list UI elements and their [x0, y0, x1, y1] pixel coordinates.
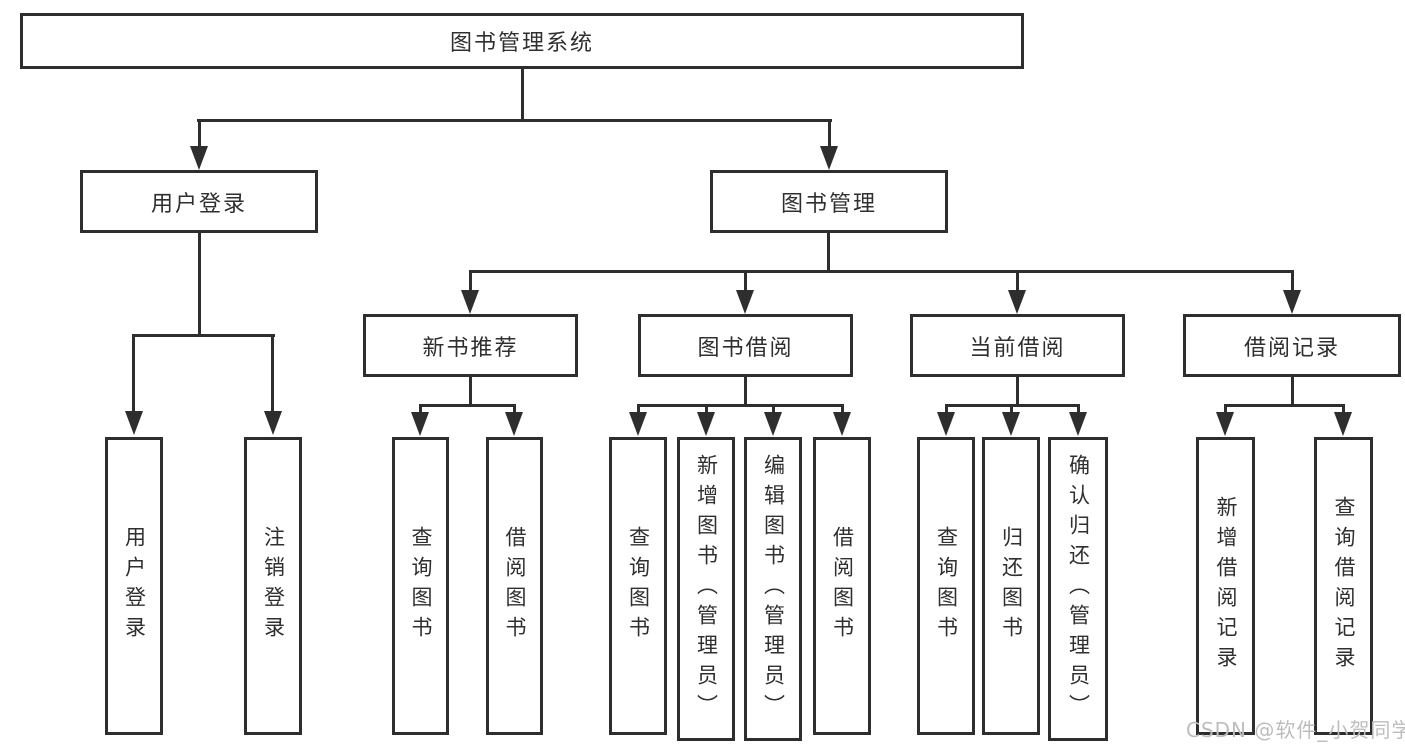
leaf-add-books-admin: 新增图书（管理员） [677, 437, 735, 741]
connector-line [1016, 270, 1019, 293]
node-book-management: 图书管理 [710, 170, 948, 233]
connector-line [1291, 377, 1294, 407]
connector-line [198, 233, 201, 337]
connector-line [1224, 404, 1345, 407]
connector-line [828, 119, 831, 149]
connector-line [132, 334, 135, 414]
arrow-down-icon [833, 412, 851, 436]
watermark: CSDN @软件_小贺同学 [1186, 718, 1405, 742]
connector-line [637, 404, 640, 414]
connector-line [1342, 404, 1345, 414]
arrow-down-icon [461, 290, 479, 314]
connector-line [1224, 404, 1227, 414]
node-book-borrowing: 图书借阅 [638, 314, 853, 377]
node-new-book-recommendation: 新书推荐 [363, 314, 578, 377]
connector-line [705, 404, 708, 414]
arrow-down-icon [125, 411, 143, 435]
leaf-newrec-borrow-books: 借阅图书 [486, 437, 543, 735]
arrow-down-icon [264, 411, 282, 435]
leaf-return-books: 归还图书 [982, 437, 1040, 735]
connector-line [469, 377, 472, 407]
arrow-down-icon [1283, 290, 1301, 314]
connector-line [744, 377, 747, 407]
leaf-query-borrow-record: 查询借阅记录 [1314, 437, 1373, 735]
arrow-down-icon [697, 412, 715, 436]
leaf-current-query-books: 查询图书 [917, 437, 975, 735]
connector-line [744, 270, 747, 293]
arrow-down-icon [629, 412, 647, 436]
arrow-down-icon [1334, 412, 1352, 436]
connector-line [841, 404, 844, 414]
connector-line [419, 404, 516, 407]
connector-line [198, 119, 201, 149]
leaf-edit-books-admin: 编辑图书（管理员） [744, 437, 802, 741]
leaf-logout-login: 注销登录 [244, 437, 302, 735]
connector-line [469, 270, 1293, 273]
arrow-down-icon [1069, 412, 1087, 436]
node-current-borrowing: 当前借阅 [910, 314, 1125, 377]
arrow-down-icon [937, 412, 955, 436]
connector-line [1016, 377, 1019, 407]
arrow-down-icon [736, 290, 754, 314]
arrow-down-icon [1216, 412, 1234, 436]
connector-line [1291, 270, 1294, 293]
connector-line [521, 69, 524, 121]
connector-line [132, 334, 275, 337]
arrow-down-icon [1002, 412, 1020, 436]
leaf-add-borrow-record: 新增借阅记录 [1196, 437, 1255, 735]
arrow-down-icon [505, 412, 523, 436]
connector-line [469, 270, 472, 293]
arrow-down-icon [820, 146, 838, 170]
leaf-newrec-query-books: 查询图书 [392, 437, 449, 735]
connector-line [513, 404, 516, 414]
leaf-borrowing-borrow-books: 借阅图书 [813, 437, 871, 735]
leaf-confirm-return-admin: 确认归还（管理员） [1048, 437, 1108, 741]
node-borrowing-records: 借阅记录 [1183, 314, 1401, 377]
connector-line [827, 233, 830, 273]
connector-line [197, 119, 832, 122]
connector-line [419, 404, 422, 414]
node-library-management-system: 图书管理系统 [20, 13, 1024, 69]
leaf-user-login: 用户登录 [105, 437, 163, 735]
connector-line [637, 404, 843, 407]
node-user-login: 用户登录 [80, 170, 318, 233]
connector-line [1077, 404, 1080, 414]
connector-line [772, 404, 775, 414]
connector-line [1010, 404, 1013, 414]
arrow-down-icon [190, 146, 208, 170]
arrow-down-icon [1008, 290, 1026, 314]
leaf-borrowing-query-books: 查询图书 [609, 437, 667, 735]
connector-line [271, 334, 274, 414]
connector-line [945, 404, 948, 414]
arrow-down-icon [411, 412, 429, 436]
arrow-down-icon [764, 412, 782, 436]
